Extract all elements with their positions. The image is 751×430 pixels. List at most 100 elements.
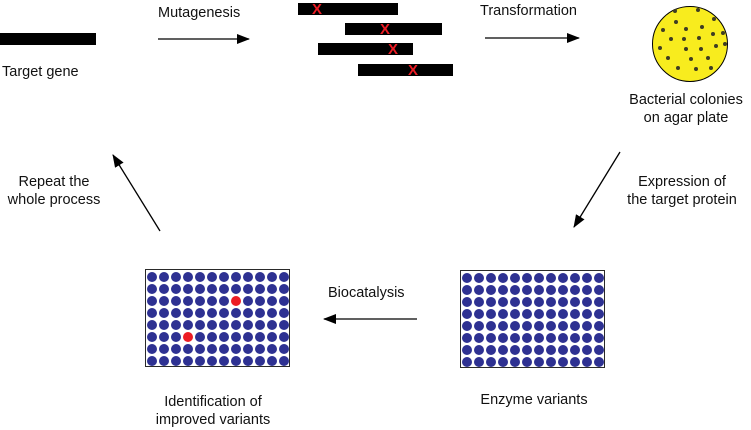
variant-well — [522, 297, 532, 307]
variant-well — [219, 356, 229, 366]
bacterial-colony-dot — [711, 32, 715, 36]
variant-well — [159, 272, 169, 282]
bacterial-colony-dot — [666, 56, 670, 60]
variant-well — [195, 308, 205, 318]
bacterial-colony-dot — [696, 8, 700, 12]
variant-well — [570, 321, 580, 331]
variant-well — [582, 309, 592, 319]
variant-well — [231, 332, 241, 342]
variant-well — [171, 344, 181, 354]
variant-well — [534, 285, 544, 295]
improved-variant-well — [183, 332, 193, 342]
agar-plate — [652, 6, 728, 82]
variant-well — [267, 332, 277, 342]
variant-well — [582, 321, 592, 331]
variant-well — [582, 345, 592, 355]
variant-well — [207, 308, 217, 318]
variant-well — [474, 273, 484, 283]
variant-well — [255, 296, 265, 306]
variant-well — [147, 332, 157, 342]
bacterial-colony-dot — [661, 28, 665, 32]
variant-well — [534, 309, 544, 319]
variant-well — [582, 297, 592, 307]
variant-well — [267, 284, 277, 294]
variant-well — [486, 309, 496, 319]
variant-well — [279, 284, 289, 294]
bacterial-colony-dot — [673, 9, 677, 13]
variant-well — [207, 344, 217, 354]
bacterial-colony-dot — [721, 31, 725, 35]
variant-well — [498, 321, 508, 331]
variant-well — [594, 297, 604, 307]
variant-well — [219, 272, 229, 282]
bacterial-colony-dot — [694, 67, 698, 71]
variant-well — [267, 320, 277, 330]
variant-well — [522, 321, 532, 331]
variant-well — [147, 308, 157, 318]
identification-label-line2: improved variants — [155, 412, 271, 428]
variant-well — [522, 333, 532, 343]
variant-well — [171, 308, 181, 318]
enzyme-variants-label: Enzyme variants — [480, 392, 588, 408]
mutated-gene-bar-1 — [298, 3, 398, 15]
variant-well — [183, 296, 193, 306]
bacterial-colony-dot — [714, 44, 718, 48]
expression-label: Expression of the target protein — [627, 173, 737, 209]
variant-well — [486, 273, 496, 283]
variant-well — [207, 272, 217, 282]
variant-well — [582, 357, 592, 367]
variant-well — [546, 285, 556, 295]
variant-well — [267, 344, 277, 354]
mutagenesis-label: Mutagenesis — [158, 5, 241, 21]
variant-well — [462, 333, 472, 343]
variant-well — [207, 356, 217, 366]
variant-well — [195, 344, 205, 354]
variant-well — [498, 297, 508, 307]
variant-well — [510, 309, 520, 319]
variant-well — [195, 296, 205, 306]
variant-well — [255, 344, 265, 354]
plate-row — [147, 332, 289, 342]
mutated-gene-bar-4 — [358, 64, 453, 76]
variant-well — [279, 332, 289, 342]
variant-well — [498, 345, 508, 355]
variant-well — [195, 356, 205, 366]
variant-well — [171, 272, 181, 282]
bacterial-colony-dot — [689, 57, 693, 61]
variant-well — [255, 308, 265, 318]
plate-row — [147, 308, 289, 318]
variant-well — [522, 285, 532, 295]
variant-well — [183, 356, 193, 366]
variant-well — [594, 333, 604, 343]
bacterial-colonies-label: Bacterial colonies on agar plate — [629, 91, 743, 127]
bacterial-colony-dot — [723, 42, 727, 46]
variant-well — [510, 297, 520, 307]
mutation-x-mark-3: X — [387, 41, 399, 58]
variant-well — [462, 345, 472, 355]
bacterial-colony-dot — [697, 36, 701, 40]
variant-well — [546, 345, 556, 355]
repeat-label-line2: whole process — [7, 192, 101, 208]
bacterial-colony-dot — [676, 66, 680, 70]
variant-well — [231, 320, 241, 330]
variant-well — [546, 333, 556, 343]
expression-label-line1: Expression of — [638, 174, 726, 190]
variant-well — [498, 285, 508, 295]
bacterial-colony-dot — [669, 37, 673, 41]
plate-row — [462, 345, 604, 355]
variant-well — [159, 284, 169, 294]
variant-well — [462, 273, 472, 283]
variant-well — [570, 357, 580, 367]
variant-well — [219, 332, 229, 342]
variant-well — [147, 296, 157, 306]
variant-well — [207, 296, 217, 306]
variant-well — [243, 284, 253, 294]
variant-well — [207, 332, 217, 342]
variant-well — [522, 345, 532, 355]
variant-well — [219, 320, 229, 330]
variant-well — [510, 321, 520, 331]
bacterial-colony-dot — [709, 66, 713, 70]
variant-well — [243, 332, 253, 342]
variant-well — [522, 357, 532, 367]
variant-well — [231, 308, 241, 318]
